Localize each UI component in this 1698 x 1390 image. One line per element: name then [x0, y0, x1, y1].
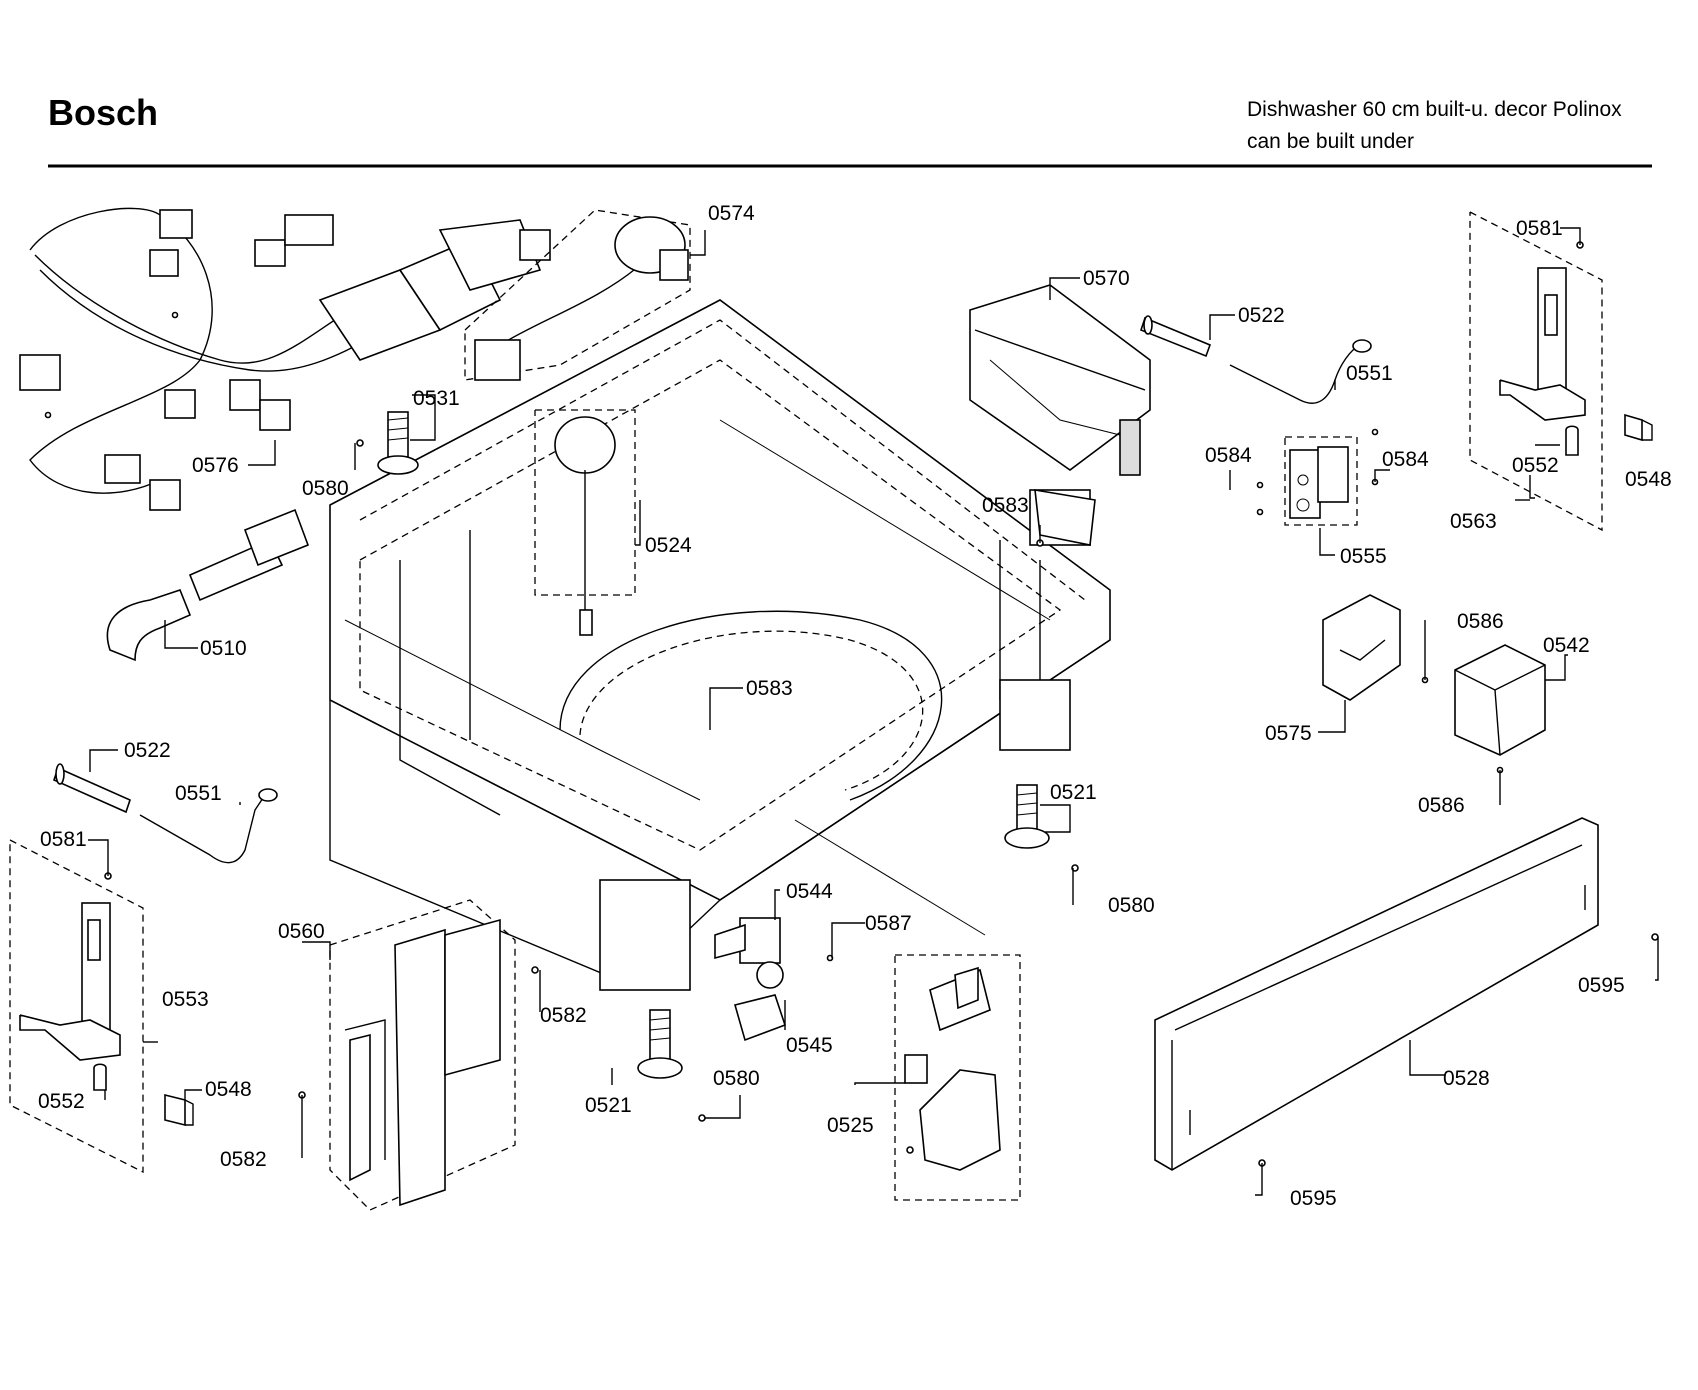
label-0584-right: 0584 [1382, 448, 1429, 471]
label-0510: 0510 [200, 637, 247, 660]
label-0575: 0575 [1265, 722, 1312, 745]
leader-lines [88, 227, 1659, 1196]
label-0548: 0548 [1625, 468, 1672, 491]
screw-drawing [44, 411, 52, 419]
label-0587: 0587 [865, 912, 912, 935]
part-0521-center-drawing [637, 1009, 706, 1122]
part-0524-drawing [534, 409, 636, 636]
label-0580-right: 0580 [1108, 894, 1155, 917]
part-0545-drawing [734, 954, 834, 1042]
part-0563-drawing [1469, 211, 1603, 532]
label-0521: 0521 [1050, 781, 1097, 804]
label-0528: 0528 [1443, 1067, 1490, 1090]
part-0560-drawing [298, 899, 539, 1211]
model-description-line1: Dishwasher 60 cm built-u. decor Polinox [1247, 98, 1622, 121]
label-0522-left: 0522 [124, 739, 171, 762]
label-0552-left: 0552 [38, 1090, 85, 1113]
label-0583-center: 0583 [746, 677, 793, 700]
part-labels: 0574 0576 0531 0580 0524 0510 0570 0522 … [38, 202, 1672, 1210]
part-0522-top-drawing [1140, 315, 1212, 358]
label-0521-center: 0521 [585, 1094, 632, 1117]
label-0522: 0522 [1238, 304, 1285, 327]
label-0548-left: 0548 [205, 1078, 252, 1101]
label-0555: 0555 [1340, 545, 1387, 568]
label-0524: 0524 [645, 534, 692, 557]
part-0583-top-drawing [1034, 489, 1096, 547]
part-0553-drawing [9, 839, 144, 1174]
part-0525-drawing [794, 819, 1021, 1201]
label-0570: 0570 [1083, 267, 1130, 290]
part-0522-left-drawing [53, 763, 131, 814]
model-description-line2: can be built under [1247, 130, 1414, 153]
label-0581-left: 0581 [40, 828, 87, 851]
screw-drawing [171, 311, 179, 319]
label-0582: 0582 [540, 1004, 587, 1027]
label-0581: 0581 [1516, 217, 1563, 240]
label-0580: 0580 [302, 477, 349, 500]
part-0521-right-drawing [1004, 784, 1079, 872]
part-0548-left-drawing [164, 1093, 194, 1127]
label-0552: 0552 [1512, 454, 1559, 477]
part-0551-left-drawing [139, 788, 278, 864]
part-0548-right-drawing [1624, 413, 1653, 442]
wiring-harness-drawing [19, 207, 551, 511]
label-0531: 0531 [413, 387, 460, 410]
label-0560: 0560 [278, 920, 325, 943]
label-0582-left: 0582 [220, 1148, 267, 1171]
label-0595-lower: 0595 [1290, 1187, 1337, 1210]
label-0553: 0553 [162, 988, 209, 1011]
label-0544: 0544 [786, 880, 833, 903]
label-0545: 0545 [786, 1034, 833, 1057]
part-0544-drawing [714, 917, 784, 989]
label-0586-lower: 0586 [1418, 794, 1465, 817]
part-0542-drawing [1421, 644, 1546, 774]
label-0576: 0576 [192, 454, 239, 477]
label-0583: 0583 [982, 494, 1029, 517]
part-0555-drawing [1256, 428, 1379, 526]
part-0531-drawing [356, 411, 419, 475]
label-0580-center: 0580 [713, 1067, 760, 1090]
label-0551: 0551 [1346, 362, 1393, 385]
label-0525: 0525 [827, 1114, 874, 1137]
part-0528-drawing [1154, 817, 1659, 1171]
label-0542: 0542 [1543, 634, 1590, 657]
brand-title: Bosch [48, 92, 158, 133]
label-0595: 0595 [1578, 974, 1625, 997]
label-0584: 0584 [1205, 444, 1252, 467]
part-0575-drawing [1322, 594, 1401, 701]
part-0510-drawing [106, 508, 310, 662]
part-0570-drawing [969, 284, 1151, 476]
label-0551-left: 0551 [175, 782, 222, 805]
label-0563: 0563 [1450, 510, 1497, 533]
label-0586: 0586 [1457, 610, 1504, 633]
label-0574: 0574 [708, 202, 755, 225]
part-0574-drawing [464, 209, 691, 381]
